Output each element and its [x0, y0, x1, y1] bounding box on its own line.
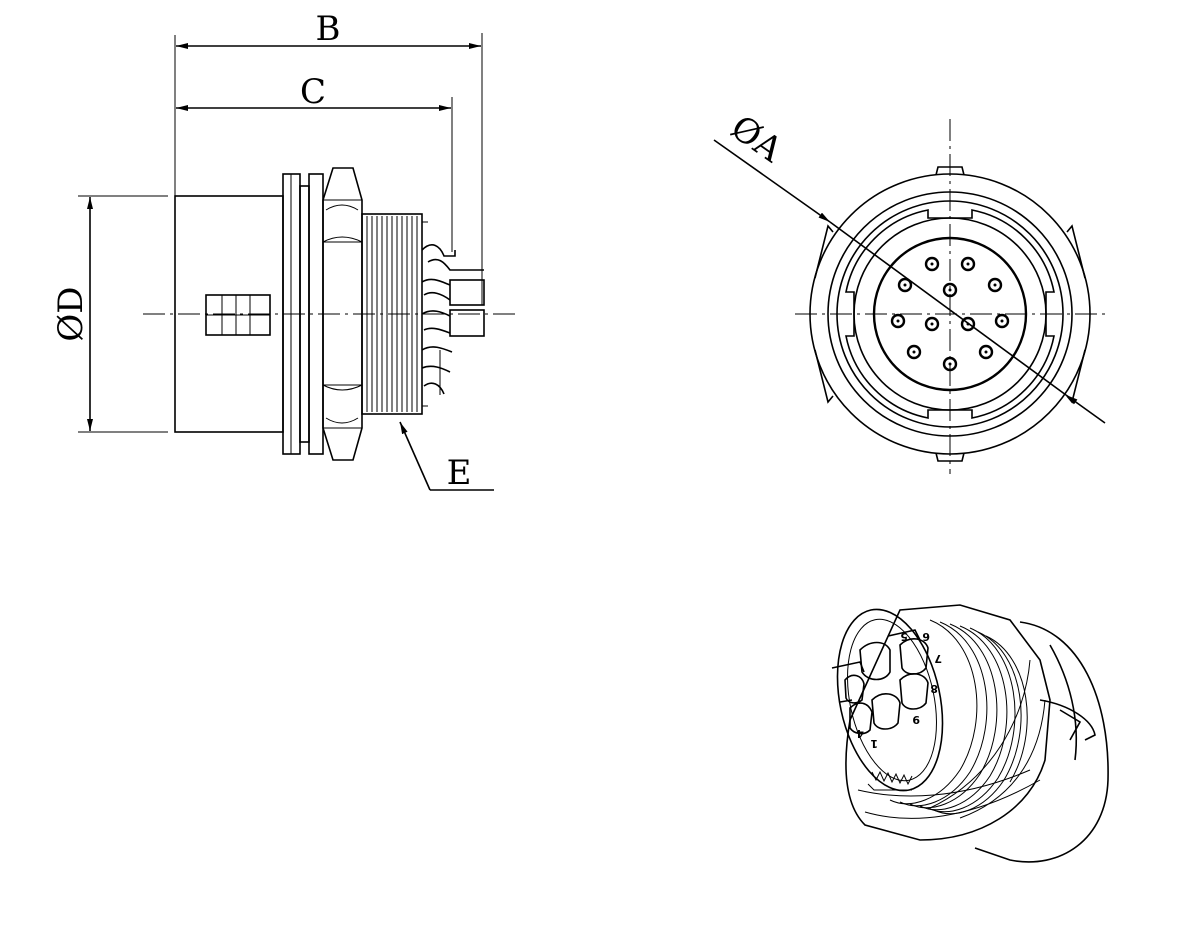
lug-right-top — [1066, 224, 1086, 279]
dimension-a-label: ØA — [723, 108, 789, 171]
dimension-b: B — [176, 9, 481, 49]
coupling-ring — [827, 191, 1073, 437]
lug-top — [935, 166, 965, 176]
isometric-view: 5 6 7 8 9 4 1 — [831, 604, 1109, 863]
pin — [994, 313, 1010, 329]
side-view: B C ØD — [51, 9, 518, 493]
pin — [978, 344, 994, 360]
dimension-d-label: ØD — [51, 286, 91, 341]
hex-nut — [322, 167, 363, 461]
pin — [987, 277, 1003, 293]
pin — [924, 256, 940, 272]
insert-face — [872, 236, 1028, 392]
pin — [924, 316, 940, 332]
lug-left-top — [814, 224, 834, 279]
iso-pin-number: 6 — [922, 630, 930, 643]
pin — [890, 313, 906, 329]
iso-contacts — [831, 629, 929, 735]
dimension-d: ØD — [51, 195, 168, 433]
iso-front-face — [836, 608, 944, 792]
iso-pin-number: 1 — [870, 737, 878, 750]
dimension-c: C — [176, 72, 451, 112]
dimension-b-label: B — [316, 9, 341, 49]
outer-shell — [809, 173, 1091, 455]
front-view — [795, 119, 1110, 474]
iso-hex-nut — [845, 604, 1051, 841]
iso-pin-number: 9 — [912, 713, 920, 726]
dimension-c-label: C — [300, 72, 326, 112]
contact-tails — [421, 244, 485, 395]
iso-rear-body — [974, 621, 1109, 863]
iso-pin-number: 7 — [934, 652, 942, 665]
dimension-e-label: E — [447, 453, 472, 493]
keyway-ring — [845, 209, 1055, 419]
dimension-e: E — [399, 421, 494, 493]
dimension-a: ØA — [713, 108, 1106, 424]
insert-outer — [853, 217, 1047, 411]
pin — [906, 344, 922, 360]
inner-ring — [836, 200, 1064, 428]
pin — [897, 277, 913, 293]
pin — [942, 282, 958, 298]
lug-left-bottom — [814, 349, 834, 404]
iso-thread — [889, 619, 1028, 815]
iso-seal-teeth — [867, 770, 913, 791]
pin — [960, 256, 976, 272]
iso-pin-number: 5 — [900, 630, 908, 643]
lug-bottom — [935, 452, 965, 462]
face-pins — [890, 256, 1010, 372]
iso-pin-number: 4 — [856, 727, 864, 740]
iso-pin-number: 8 — [930, 682, 938, 695]
rear-latch — [205, 294, 271, 336]
pin — [942, 356, 958, 372]
